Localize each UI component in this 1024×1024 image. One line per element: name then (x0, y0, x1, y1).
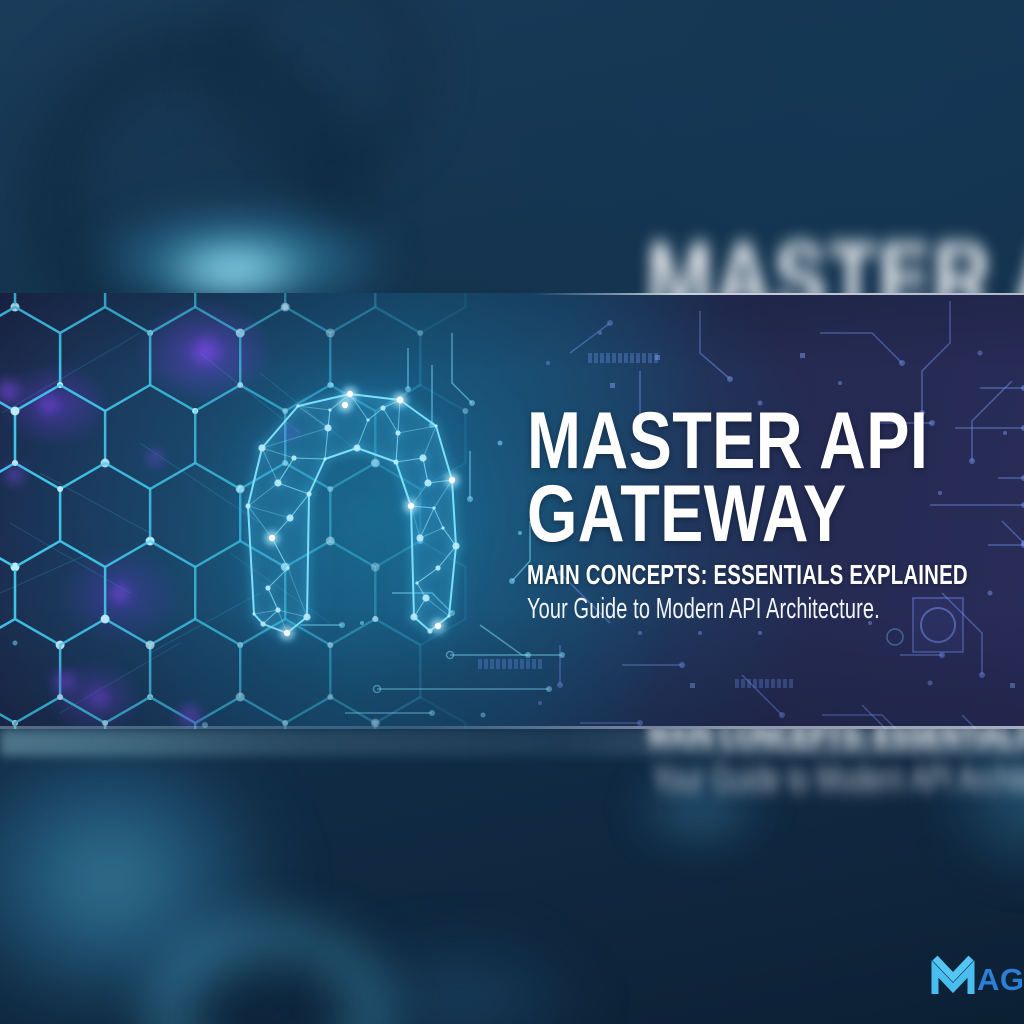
banner-subtitle: MAIN CONCEPTS: ESSENTIALS EXPLAINED (527, 559, 968, 590)
banner-strip: MASTER API GATEWAY MAIN CONCEPTS: ESSENT… (0, 293, 1024, 729)
mag-logo: AG (930, 955, 1024, 995)
banner-tagline: Your Guide to Modern API Architecture. (527, 593, 880, 625)
circuit-traces-graphic (12, 301, 1024, 729)
glow-blob (0, 724, 290, 1024)
title-block: MASTER API GATEWAY MAIN CONCEPTS: ESSENT… (527, 396, 1024, 626)
banner-title-line2: GATEWAY (527, 469, 847, 559)
banner-title-line1: MASTER API (527, 396, 929, 486)
glow-ring (210, 0, 430, 180)
api-gateway-arch-graphic (245, 387, 460, 640)
blurred-tagline-text: Your Guide to Modern API Architecture. (652, 758, 1024, 799)
logo-m-icon (931, 955, 975, 994)
glow-blob (320, 930, 600, 1024)
reflection-band (0, 729, 1024, 756)
logo-text: AG (977, 962, 1024, 997)
glow-ring (150, 920, 390, 1024)
